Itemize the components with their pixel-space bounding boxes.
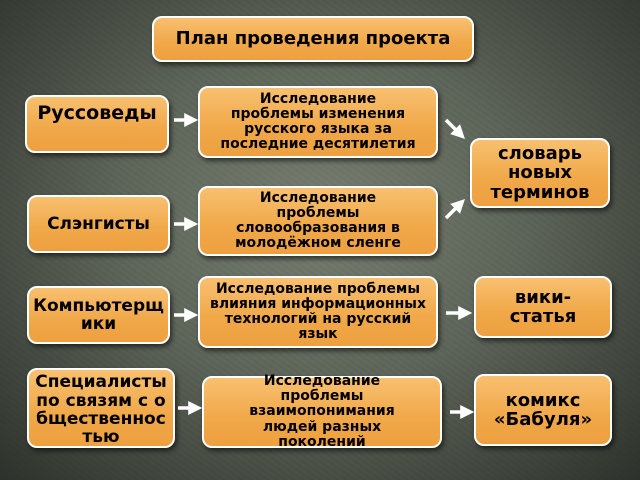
result-box-dictionary: словарь новых терминов [470,138,610,208]
group-box-slengisty: Слэнгисты [27,195,170,253]
group-box-kompyuterschiki: Компьютерщики [27,286,170,344]
group-label: Специалисты по связям с общественностью [35,372,167,448]
group-label: Компьютерщики [33,295,164,334]
result-label: вики-статья [509,286,577,327]
research-label: Исследование проблемы влияния информацио… [209,280,426,343]
result-label: комикс «Бабуля» [493,389,593,430]
research-label: Исследование проблемы изменения русского… [220,90,416,153]
group-box-pr-specialists: Специалисты по связям с общественностью [27,368,175,448]
research-box-language-change: Исследование проблемы изменения русского… [198,86,438,158]
research-box-youth-slang: Исследование проблемы словообразования в… [198,186,438,256]
result-box-wiki-article: вики-статья [474,276,612,338]
research-label: Исследование проблемы взаимопонимания лю… [249,373,395,450]
result-label: словарь новых терминов [490,142,590,203]
page-title: План проведения проекта [152,16,474,62]
title-text: План проведения проекта [175,28,451,50]
research-box-it-influence: Исследование проблемы влияния информацио… [198,276,438,348]
group-label: Руссоведы [37,102,157,124]
research-box-generations: Исследование проблемы взаимопонимания лю… [202,373,442,450]
group-box-russovedy: Руссоведы [25,95,169,153]
group-label: Слэнгисты [47,213,150,234]
result-box-comic: комикс «Бабуля» [474,374,612,446]
research-label: Исследование проблемы словообразования в… [235,189,401,252]
